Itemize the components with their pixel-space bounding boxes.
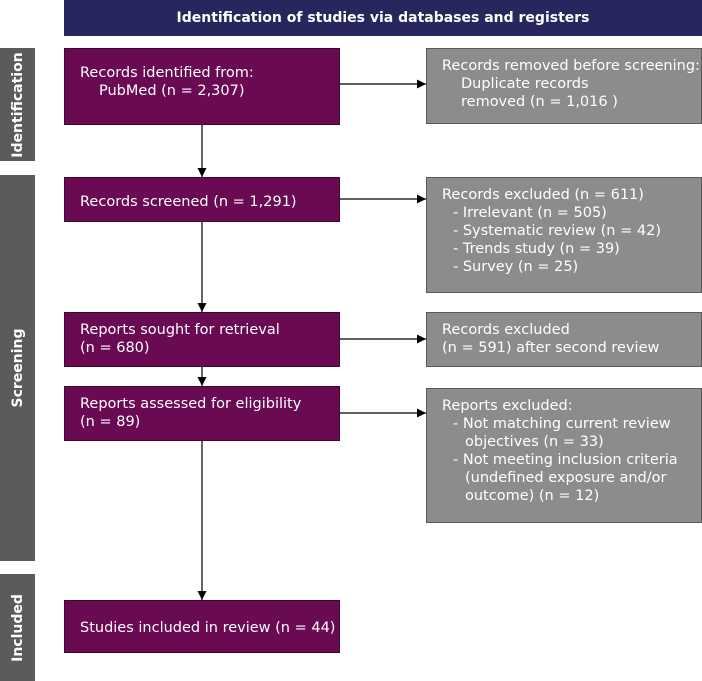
records-screened-box: Records screened (n = 1,291) xyxy=(64,177,340,222)
box-text: Duplicate records xyxy=(461,76,589,92)
box-text: outcome) (n = 12) xyxy=(465,488,600,504)
box-text: - Not matching current review xyxy=(453,416,671,432)
studies-included-box: Studies included in review (n = 44) xyxy=(64,600,340,653)
header-banner: Identification of studies via databases … xyxy=(64,0,702,36)
box-text: Studies included in review (n = 44) xyxy=(80,620,336,636)
box-text: - Irrelevant (n = 505) xyxy=(453,205,607,221)
reports-assessed-box: Reports assessed for eligibility (n = 89… xyxy=(64,386,340,441)
box-text: - Trends study (n = 39) xyxy=(453,241,620,257)
box-text: Reports sought for retrieval xyxy=(80,322,280,338)
box-text: (undefined exposure and/or xyxy=(465,470,667,486)
records-identified-box: Records identified from: PubMed (n = 2,3… xyxy=(64,48,340,125)
second-review-excluded-box: Records excluded (n = 591) after second … xyxy=(426,312,702,367)
phase-screening: Screening xyxy=(0,175,35,561)
box-text: (n = 89) xyxy=(80,414,141,430)
box-text: Reports assessed for eligibility xyxy=(80,396,302,412)
box-text: Records excluded xyxy=(442,322,570,338)
box-text: removed (n = 1,016 ) xyxy=(461,94,618,110)
box-text: - Systematic review (n = 42) xyxy=(453,223,661,239)
box-text: Records identified from: xyxy=(80,65,254,81)
box-text: (n = 680) xyxy=(80,340,150,356)
box-text: - Survey (n = 25) xyxy=(453,259,579,275)
box-text: Records removed before screening: xyxy=(442,58,700,74)
reports-excluded-box: Reports excluded: - Not matching current… xyxy=(426,388,702,523)
box-text: Reports excluded: xyxy=(442,398,573,414)
box-text: - Not meeting inclusion criteria xyxy=(453,452,678,468)
box-text: PubMed (n = 2,307) xyxy=(99,83,245,99)
box-text: (n = 591) after second review xyxy=(442,340,660,356)
records-removed-box: Records removed before screening: Duplic… xyxy=(426,48,702,124)
box-text: Records excluded (n = 611) xyxy=(442,187,644,203)
box-text: Records screened (n = 1,291) xyxy=(80,194,297,210)
box-text: objectives (n = 33) xyxy=(465,434,604,450)
header-title: Identification of studies via databases … xyxy=(176,10,590,26)
records-excluded-box: Records excluded (n = 611) - Irrelevant … xyxy=(426,177,702,293)
reports-sought-box: Reports sought for retrieval (n = 680) xyxy=(64,312,340,367)
phase-included: Included xyxy=(0,574,35,681)
phase-identification: Identification xyxy=(0,48,35,161)
